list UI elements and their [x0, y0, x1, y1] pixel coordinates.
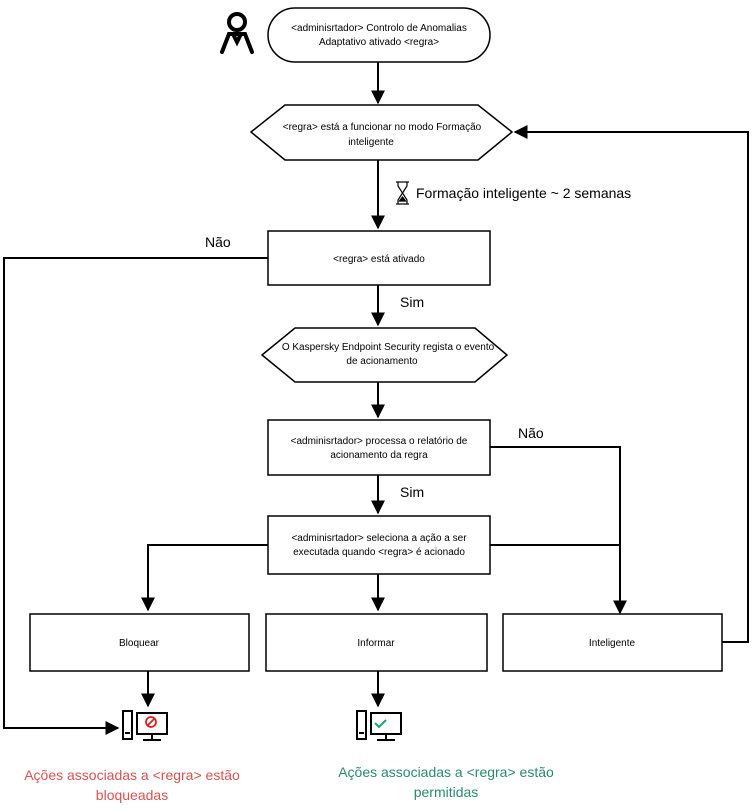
no-label-1: Não	[205, 234, 231, 250]
admin-select-node: <adminisrtador> seleciona a ação a ser e…	[267, 515, 491, 575]
edge-smart-loop-back	[513, 125, 749, 643]
no-label-2: Não	[518, 425, 544, 441]
hourglass-icon	[396, 181, 409, 205]
rule-enabled-node: <regra> está ativado	[267, 230, 491, 286]
computer-blocked-icon	[122, 710, 168, 741]
training-duration-label: Formação inteligente ~ 2 semanas	[416, 185, 631, 201]
result-blocked-line2: bloqueadas	[96, 787, 168, 803]
kes-event-line2: de acionamento	[346, 356, 418, 367]
smart-mode-node: <regra> está a funcionar no modo Formaçã…	[249, 104, 514, 161]
yes-label-2: Sim	[400, 484, 424, 500]
edge-report-no	[490, 446, 627, 615]
start-node-line2: Adaptativo ativado <regra>	[319, 37, 439, 48]
inform-node: Informar	[265, 613, 488, 672]
block-label: Bloquear	[119, 638, 160, 649]
edge-enabled-no	[3, 257, 268, 735]
inform-label: Informar	[357, 638, 395, 649]
user-icon	[220, 12, 254, 54]
admin-select-line1: <adminisrtador> seleciona a ação a ser	[291, 533, 467, 544]
admin-select-line2: executada quando <regra> é acionado	[293, 547, 465, 558]
smart-mode-line2: inteligente	[348, 137, 394, 148]
admin-report-line1: <adminisrtador> processa o relatório de	[291, 436, 468, 447]
edge-select-to-block	[141, 544, 268, 612]
admin-report-line2: acionamento da regra	[330, 450, 428, 461]
smart-node: Inteligente	[502, 613, 723, 672]
kes-event-node: O Kaspersky Endpoint Security regista o …	[260, 327, 509, 383]
rule-enabled-text: <regra> está ativado	[333, 254, 425, 265]
yes-label-1: Sim	[400, 294, 424, 310]
start-node-line1: <adminisrtador> Controlo de Anomalias	[291, 23, 467, 34]
block-node: Bloquear	[29, 613, 250, 672]
smart-mode-line1: <regra> está a funcionar no modo Formaçã…	[283, 122, 482, 133]
result-blocked-line1: Ações associadas a <regra> estão	[24, 767, 240, 783]
admin-report-node: <adminisrtador> processa o relatório de …	[267, 419, 491, 476]
start-node: <adminisrtador> Controlo de Anomalias Ad…	[267, 7, 491, 63]
result-allowed-line2: permitidas	[414, 784, 479, 800]
result-allowed-line1: Ações associadas a <regra> estão	[338, 764, 554, 780]
computer-allowed-icon	[356, 710, 402, 741]
smart-label: Inteligente	[589, 638, 636, 649]
kes-event-line1: O Kaspersky Endpoint Security regista o …	[282, 342, 495, 353]
